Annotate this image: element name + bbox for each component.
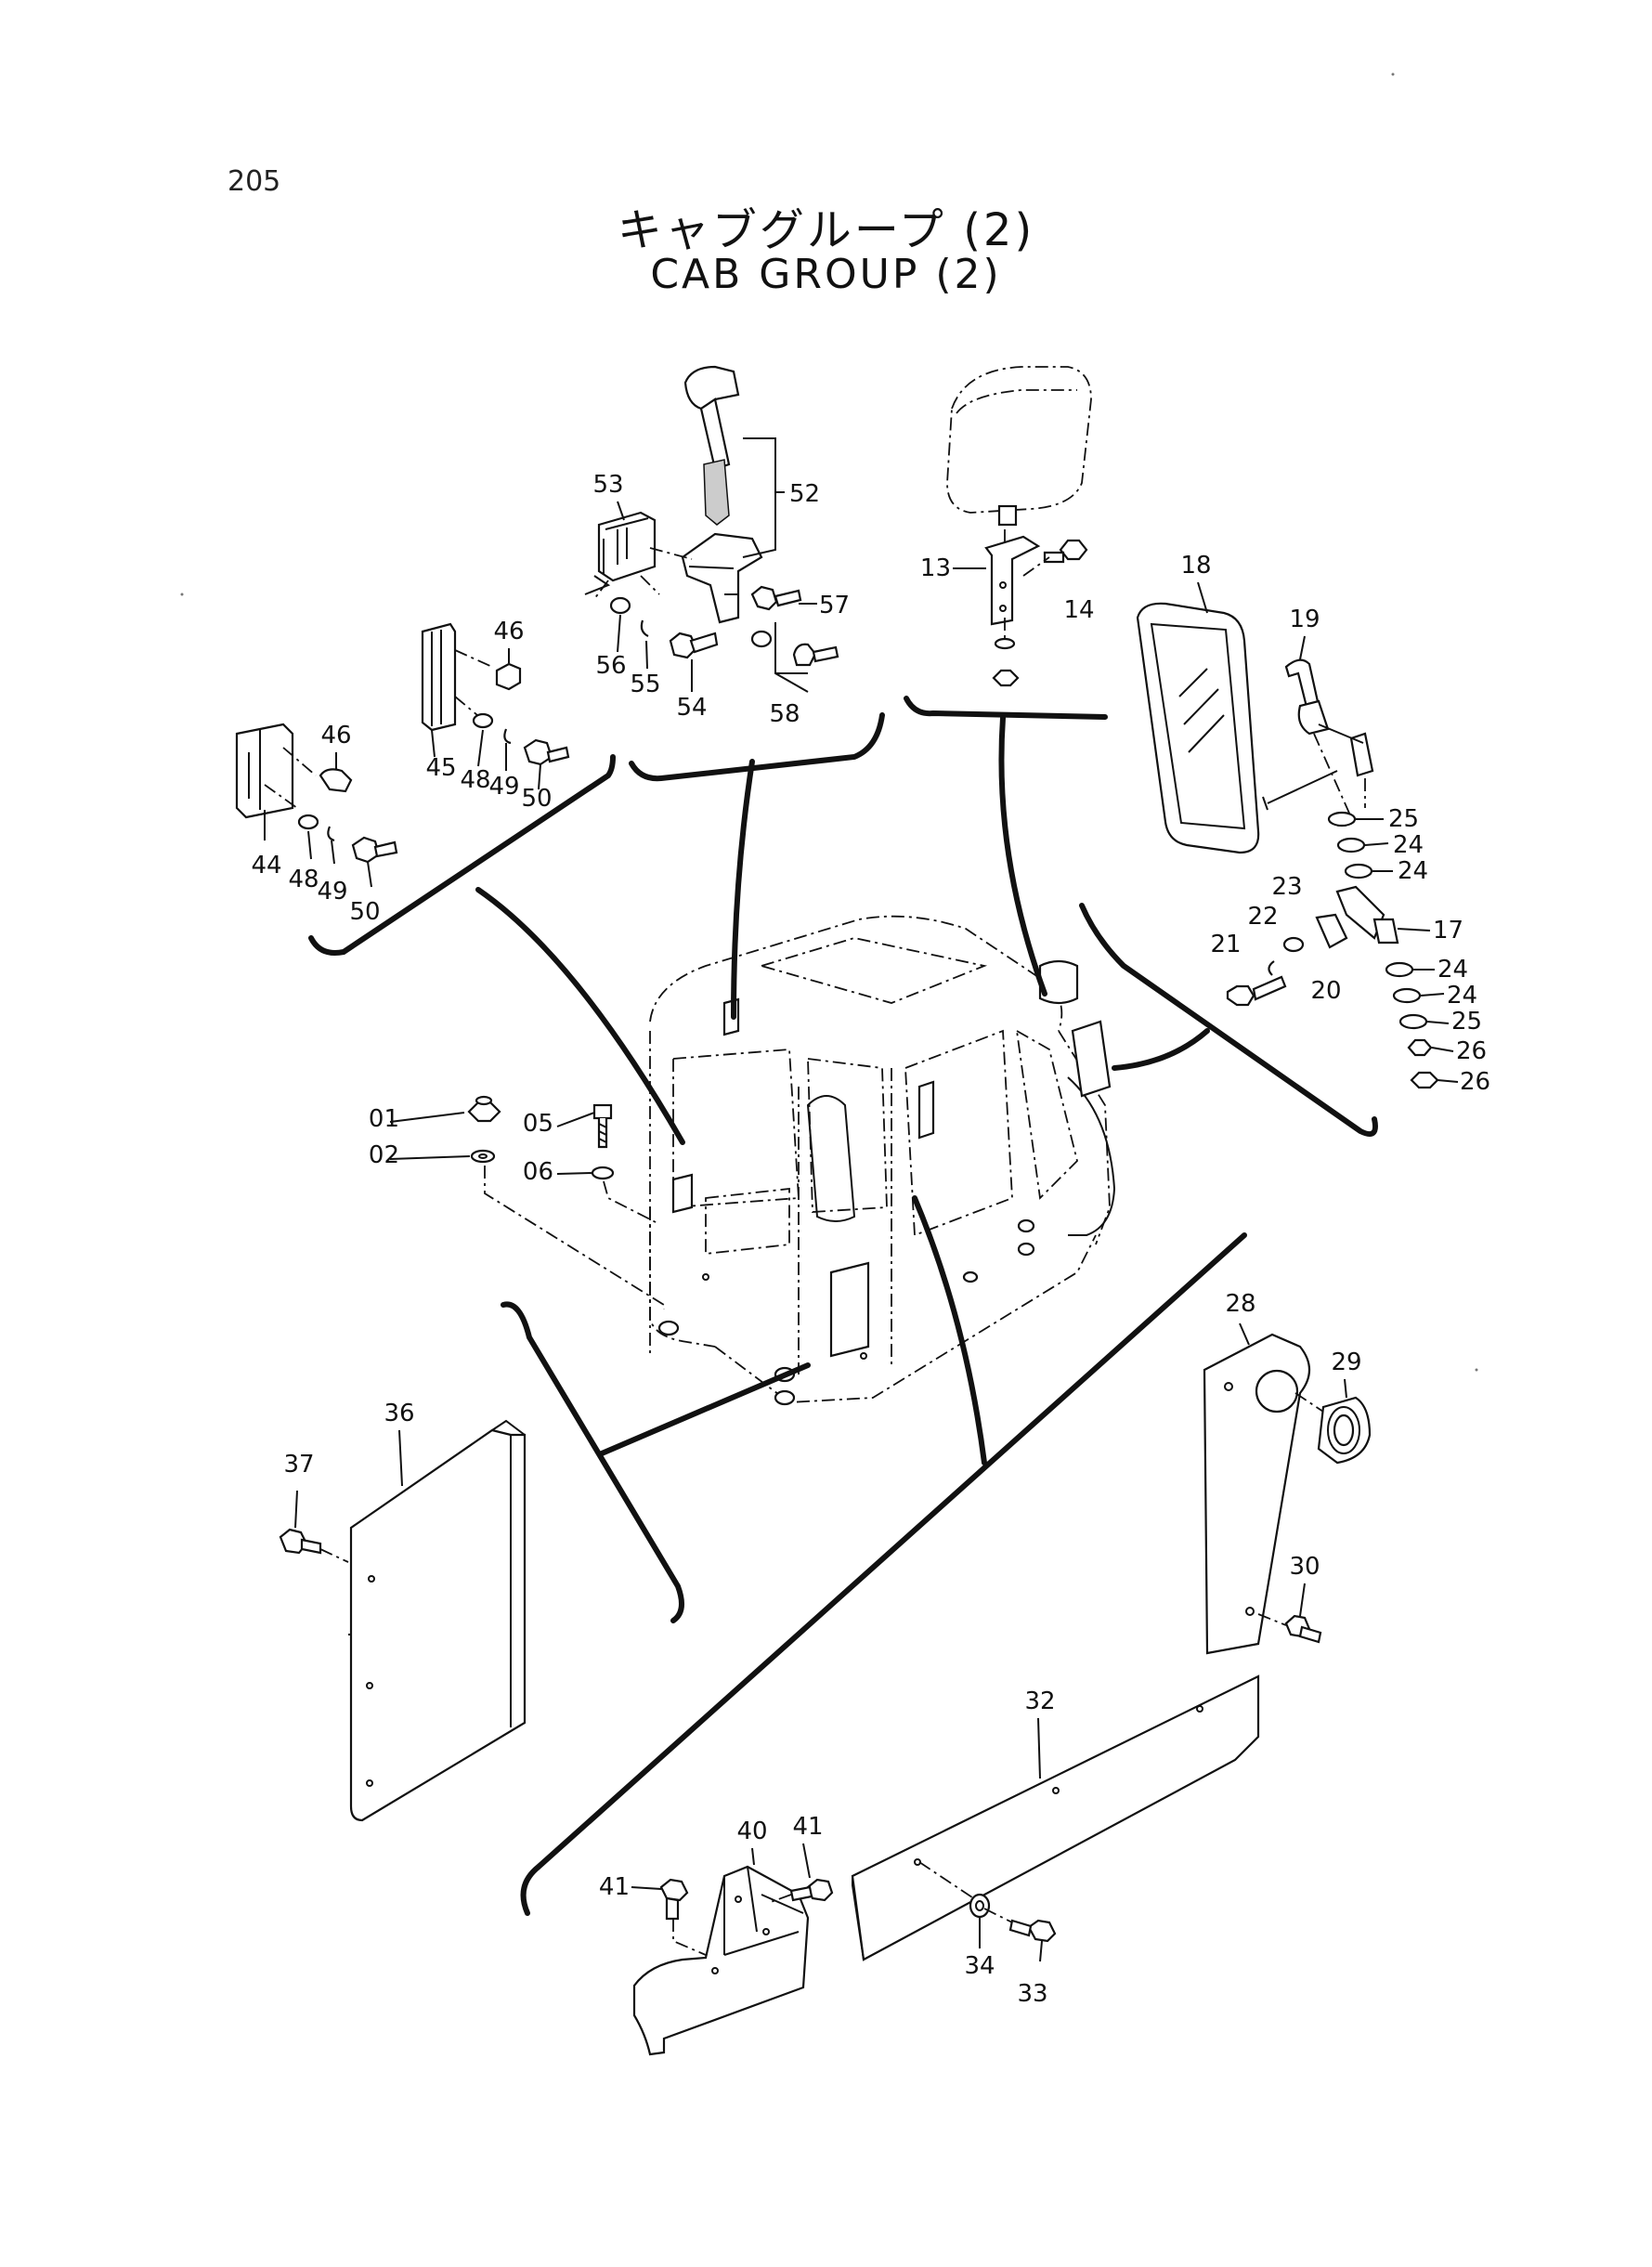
side-panel-assembly: [279, 1419, 527, 1822]
nut-washer-bolt-set: [389, 1095, 665, 1356]
lever-assembly: [584, 365, 839, 693]
callout-36: 36: [384, 1400, 414, 1427]
callout-18: 18: [1180, 552, 1211, 580]
callout-58: 58: [769, 700, 800, 728]
callout-23: 23: [1271, 873, 1302, 901]
callout-44: 44: [251, 852, 281, 879]
callout-22: 22: [1247, 903, 1278, 931]
group-boundary-lines: [308, 696, 1378, 1916]
callout-49b: 49: [488, 773, 519, 801]
callout-54: 54: [676, 694, 707, 722]
callout-48b: 48: [460, 766, 490, 794]
page-number: 205: [228, 165, 281, 198]
callout-24a: 24: [1393, 831, 1424, 859]
callout-14: 14: [1063, 596, 1094, 624]
callout-24b: 24: [1398, 857, 1428, 885]
callout-21: 21: [1210, 931, 1241, 958]
callout-46b: 46: [493, 618, 524, 645]
callout-52: 52: [789, 480, 820, 508]
callout-17: 17: [1433, 917, 1463, 945]
callout-30: 30: [1289, 1553, 1320, 1581]
callout-40: 40: [736, 1818, 767, 1845]
rear-plate-assembly: [1203, 1322, 1372, 1655]
callout-02: 02: [369, 1141, 399, 1169]
callout-26b: 26: [1460, 1068, 1490, 1096]
callout-25a: 25: [1388, 805, 1419, 833]
callout-50b: 50: [521, 785, 552, 813]
mirror-bracket-hardware: [1226, 811, 1459, 1089]
callout-37: 37: [283, 1451, 314, 1479]
diagram-title-japanese: キャブグループ (2): [617, 204, 1035, 256]
callout-49a: 49: [317, 878, 347, 905]
mirror-assembly: [1136, 602, 1374, 854]
callout-20: 20: [1310, 977, 1341, 1005]
callout-19: 19: [1289, 606, 1320, 633]
callout-06: 06: [523, 1158, 553, 1186]
callout-41a: 41: [599, 1873, 630, 1901]
callout-34: 34: [964, 1952, 995, 1980]
callout-28: 28: [1225, 1290, 1255, 1318]
lower-bracket-assembly: [631, 1843, 834, 2056]
callout-48a: 48: [288, 866, 319, 893]
callout-26a: 26: [1456, 1037, 1487, 1065]
diagram-title-english: CAB GROUP (2): [650, 251, 1002, 298]
callout-29: 29: [1331, 1348, 1361, 1376]
callout-46a: 46: [320, 722, 351, 749]
callout-41b: 41: [792, 1813, 823, 1841]
callout-24d: 24: [1447, 982, 1477, 1010]
callout-24c: 24: [1437, 956, 1468, 984]
bracket-assembly-left: [235, 622, 570, 888]
lower-skirt-assembly: [851, 1674, 1260, 1962]
callout-50a: 50: [349, 898, 380, 926]
callout-13: 13: [920, 554, 951, 582]
callout-32: 32: [1024, 1687, 1055, 1715]
callout-05: 05: [523, 1110, 553, 1138]
callout-55: 55: [630, 671, 660, 698]
callout-53: 53: [592, 471, 623, 499]
callout-57: 57: [819, 592, 850, 619]
callout-33: 33: [1017, 1980, 1047, 2008]
headrest-assembly: [946, 366, 1092, 687]
callout-01: 01: [369, 1105, 399, 1133]
callout-45: 45: [425, 754, 456, 782]
callout-25b: 25: [1451, 1008, 1482, 1036]
callout-56: 56: [595, 652, 626, 680]
